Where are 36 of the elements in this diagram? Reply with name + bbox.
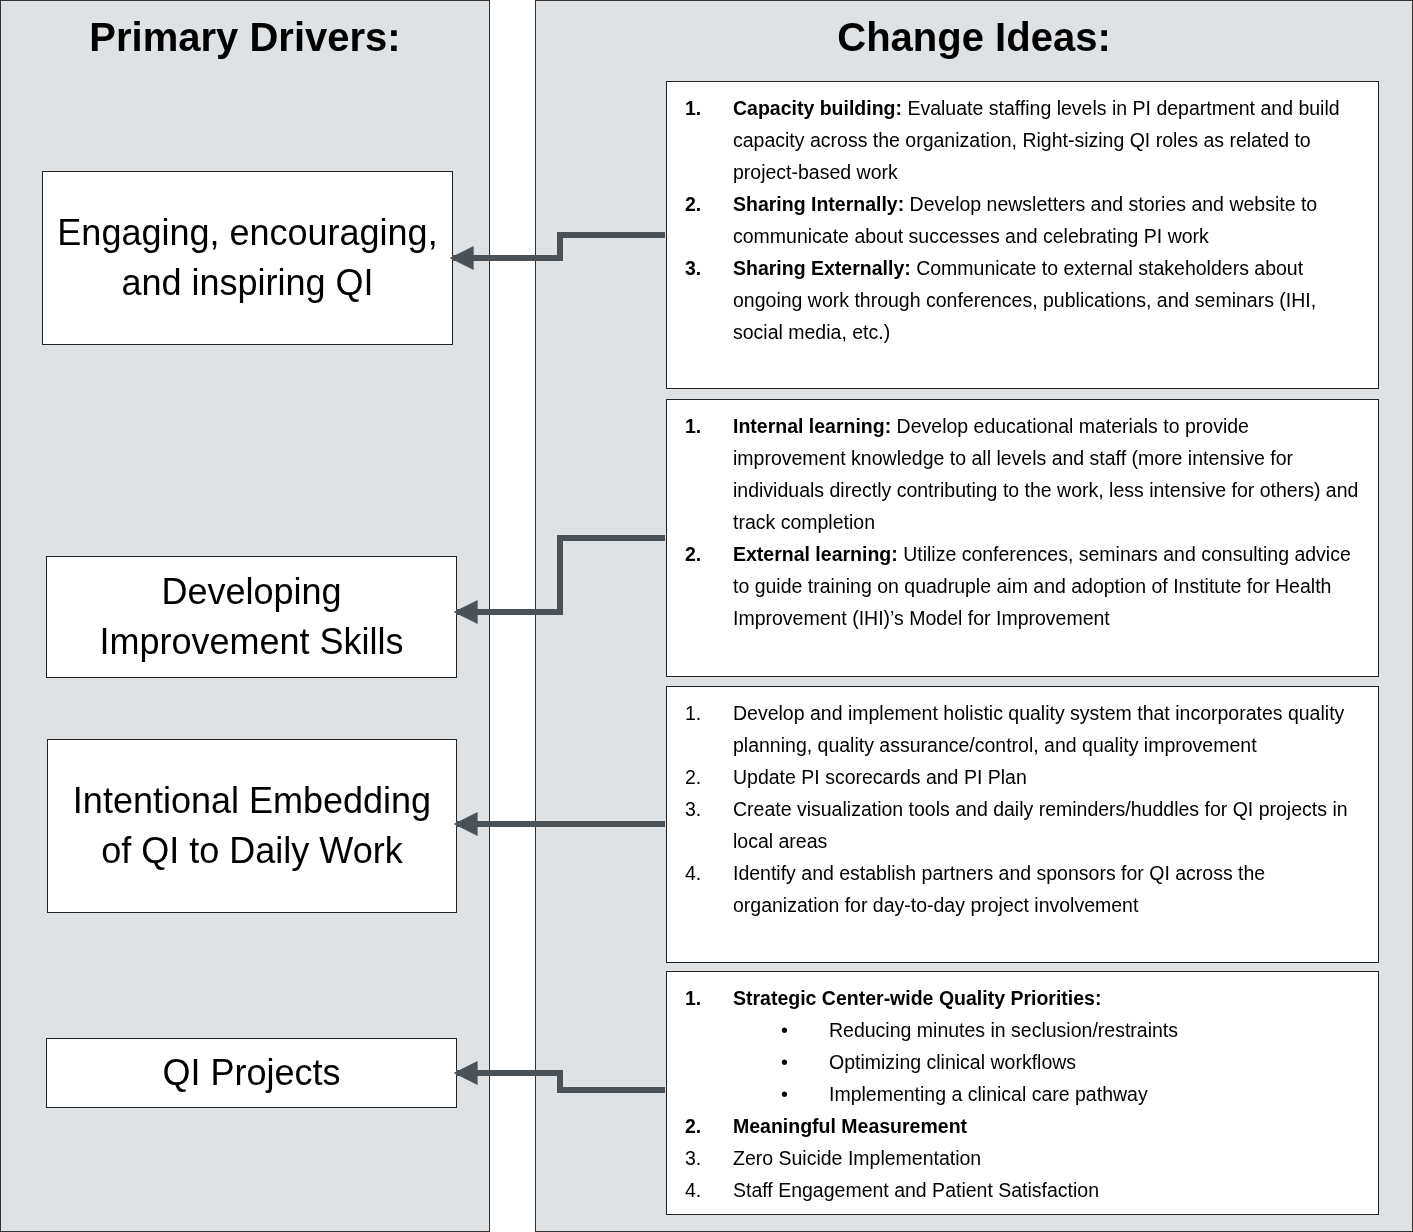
driver-box xyxy=(46,556,457,678)
change-ideas-box xyxy=(666,686,1379,963)
column-panel xyxy=(0,0,490,1232)
list-item: 2. Update PI scorecards and PI Plan xyxy=(685,765,1028,790)
driver-box xyxy=(42,171,453,345)
list-item: 4. Staff Engagement and Patient Satisfaction xyxy=(685,1178,1101,1203)
column-heading: Primary Drivers: xyxy=(88,15,402,60)
driver-text: Intentional Embedding of QI to Daily Work xyxy=(71,779,433,873)
driver-text: Developing Improvement Skills xyxy=(98,570,405,664)
list-item: • Reducing minutes in seclusion/restraints xyxy=(781,1018,1179,1043)
driver-text: QI Projects xyxy=(161,1051,342,1095)
list-item: 3. Create visualization tools and daily reminders/huddles for QI projects in local areas xyxy=(685,797,1349,854)
list-item: 2. Meaningful Measurement xyxy=(685,1114,969,1139)
driver-box xyxy=(46,1038,457,1108)
list-item: 1. Internal learning: Develop educational materials to provide improvement knowledge to all levels and staff (more intensive for individuals directly contributing to the work, less intensive for others) and track completion xyxy=(685,414,1360,535)
list-item: 3. Sharing Externally: Communicate to external stakeholders about ongoing work through conferences, publications, and seminars (IHI, social media, etc.) xyxy=(685,256,1318,345)
list-item: 1. Capacity building: Evaluate staffing levels in PI department and build capacity across the organization, Right-sizing QI roles as related to project-based work xyxy=(685,96,1341,185)
arrow xyxy=(453,535,665,624)
column-heading: Change Ideas: xyxy=(836,15,1112,60)
list-item: 1. Develop and implement holistic quality system that incorporates quality planning, quality assurance/control, and quality improvement xyxy=(685,701,1346,758)
list-item: 1. Strategic Center-wide Quality Priorities: xyxy=(685,986,1103,1011)
driver-text: Engaging, encouraging, and inspiring QI xyxy=(56,211,439,305)
list-item: 3. Zero Suicide Implementation xyxy=(685,1146,983,1171)
list-item: 4. Identify and establish partners and sponsors for QI across the organization for day-to-day project involvement xyxy=(685,861,1267,918)
list-item: • Optimizing clinical workflows xyxy=(781,1050,1078,1075)
column-panel xyxy=(535,0,1413,1232)
list-item: • Implementing a clinical care pathway xyxy=(781,1082,1149,1107)
arrow xyxy=(453,1061,665,1093)
change-ideas-box xyxy=(666,399,1379,677)
change-ideas-box xyxy=(666,81,1379,389)
arrow xyxy=(453,812,665,836)
list-item: 2. Sharing Internally: Develop newsletters and stories and website to communicate about successes and celebrating PI work xyxy=(685,192,1319,249)
arrow xyxy=(449,232,665,270)
change-ideas-box xyxy=(666,971,1379,1215)
list-item: 2. External learning: Utilize conferences, seminars and consulting advice to guide training on quadruple aim and adoption of Institute for Health Improvement (IHI)’s Model for Improvement xyxy=(685,542,1352,631)
driver-box xyxy=(47,739,457,913)
